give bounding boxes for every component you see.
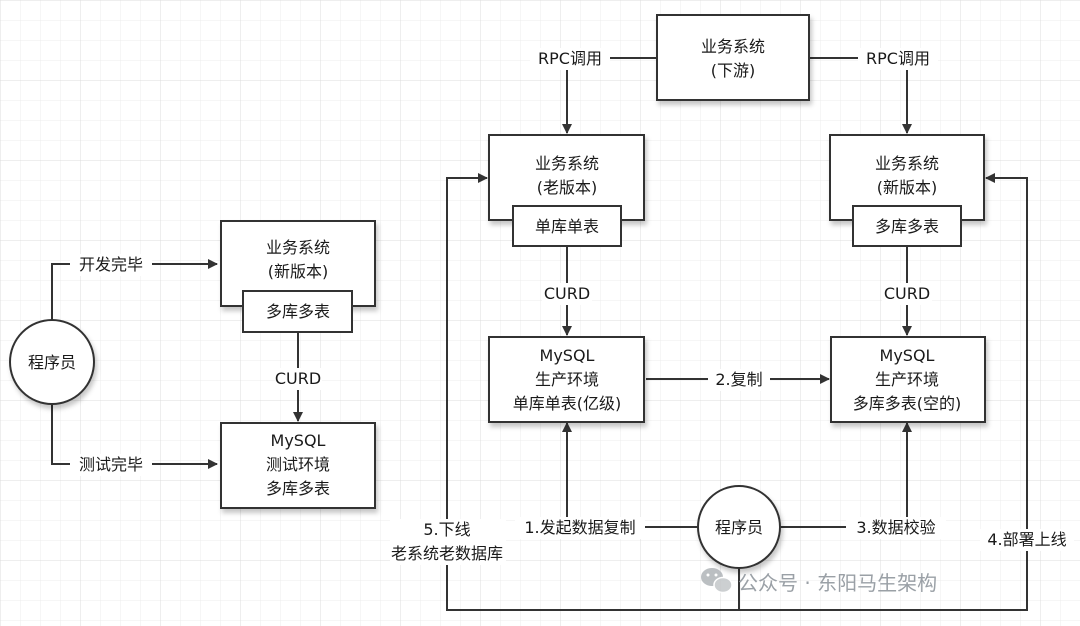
new-system-sub-left: 多库多表 [266,302,330,321]
downstream-subtitle: (下游) [711,61,756,80]
old-system-sub-box [512,205,622,247]
programmer-label-right: 程序员 [715,518,763,537]
test-db-line1: MySQL [271,431,326,450]
prod-db-old-line3: 单库单表(亿级) [513,394,622,413]
programmer-label-left: 程序员 [28,353,76,372]
curd-label-new: CURD [884,284,930,303]
programmer-node-right [697,485,781,569]
watermark-text: 公众号 · 东阳马生架构 [738,571,937,595]
old-system-sub: 单库单表 [535,217,599,236]
downstream-system-box [656,14,810,101]
wechat-icon [701,568,733,594]
rpc-label-left: RPC调用 [538,49,602,68]
offline-label-line1: 5.下线 [423,520,470,539]
deploy-label: 4.部署上线 [987,530,1066,549]
offline-label-line2: 老系统老数据库 [391,544,503,563]
prod-db-old-line2: 生产环境 [535,370,599,389]
edge-deploy [739,173,1028,611]
prod-db-old-box [488,336,645,423]
new-system-title-right: 业务系统 [875,154,939,173]
edge-offline [446,173,740,611]
prod-db-new-line3: 多库多表(空的) [853,394,962,413]
new-system-version-right: (新版本) [877,178,938,197]
prod-db-new-line1: MySQL [880,346,935,365]
old-system-version: (老版本) [537,178,598,197]
rpc-label-right: RPC调用 [866,49,930,68]
test-db-line3: 多库多表 [266,479,330,498]
edge-label-test-done: 测试完毕 [79,455,143,474]
edge-label-dev-done: 开发完毕 [79,255,143,274]
test-db-box [220,422,376,509]
prod-db-new-box [830,336,986,423]
curd-label-left: CURD [275,369,321,388]
copy-label: 2.复制 [715,370,762,389]
new-system-title-left: 业务系统 [266,238,330,257]
new-system-sub-box-right [852,205,962,247]
new-system-version-left: (新版本) [268,262,329,281]
verify-label: 3.数据校验 [856,518,935,537]
new-system-sub-box-left [242,290,353,333]
edge-test-done [51,395,218,469]
old-system-title: 业务系统 [535,154,599,173]
edge-dev-done [51,259,218,330]
prod-db-new-line2: 生产环境 [875,370,939,389]
test-db-line2: 测试环境 [266,455,330,474]
prod-db-old-line1: MySQL [540,346,595,365]
new-system-sub-right: 多库多表 [875,217,939,236]
programmer-node-left [9,319,95,405]
start-copy-label: 1.发起数据复制 [524,518,635,537]
curd-label-old: CURD [544,284,590,303]
downstream-title: 业务系统 [701,37,765,56]
